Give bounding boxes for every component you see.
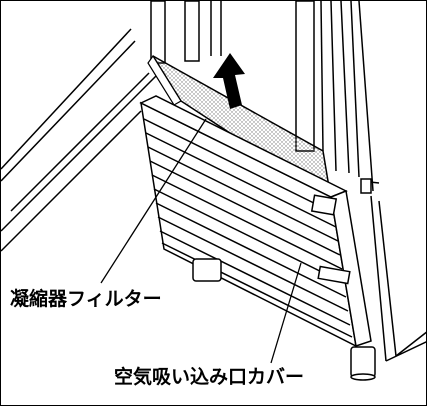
condenser-filter-label: 凝縮器フィルター <box>8 288 164 310</box>
cabinet-left-side <box>1 28 157 252</box>
cabinet-right-side <box>360 178 427 362</box>
intake-cover-label: 空気吸い込み口カバー <box>112 366 307 388</box>
filter-leader-line <box>100 118 207 284</box>
cabinet-feet <box>192 258 376 381</box>
door-frames <box>150 1 374 192</box>
leader-lines <box>100 118 302 364</box>
cover-leader-line <box>270 262 302 364</box>
up-arrow-icon <box>213 53 245 109</box>
air-intake-cover <box>139 95 372 348</box>
